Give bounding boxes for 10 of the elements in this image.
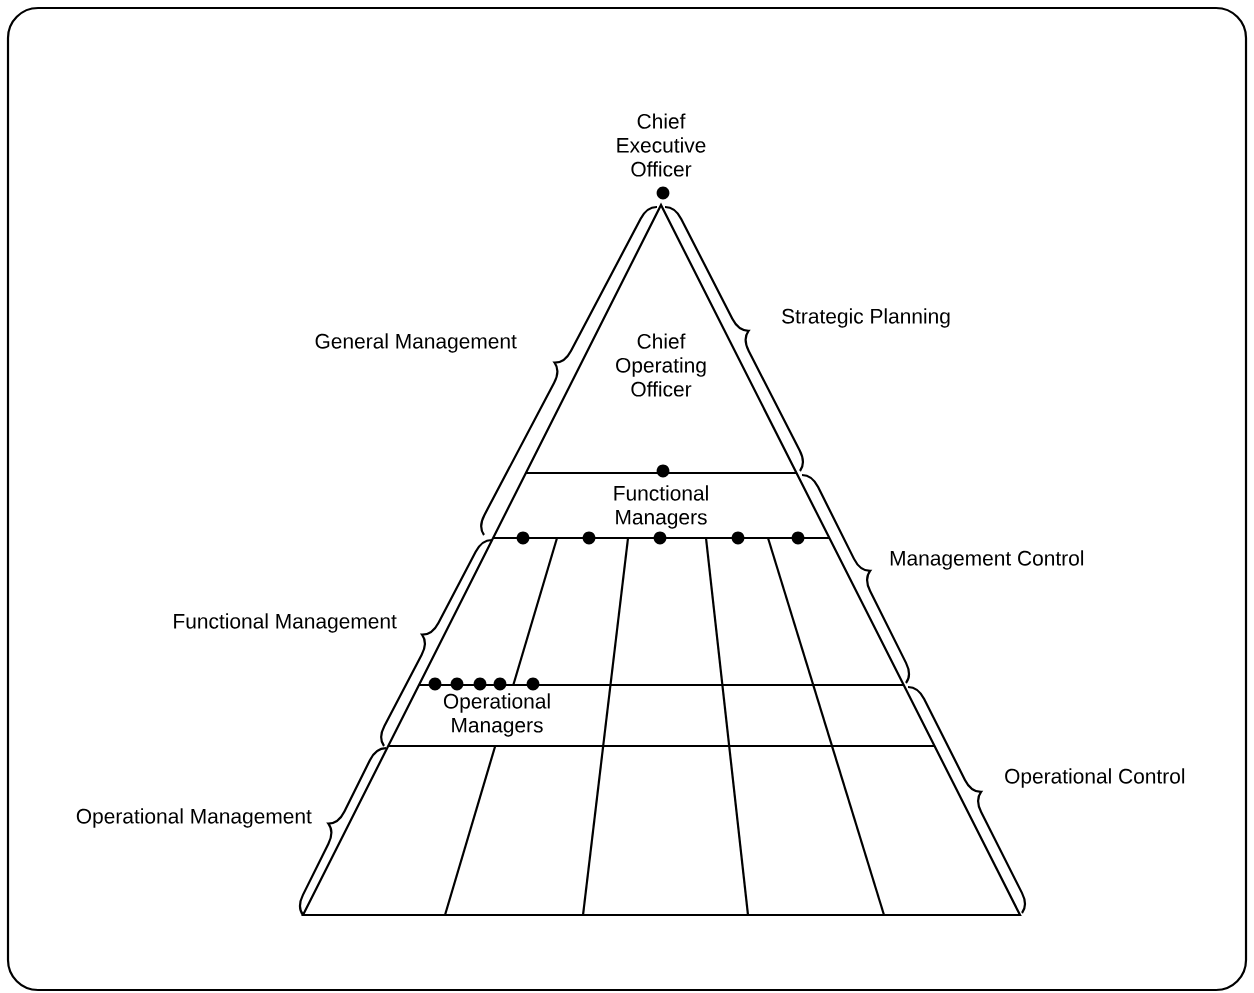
role-label: Chief Executive Officer <box>617 113 706 177</box>
role-label: Chief Operating Officer <box>616 333 706 397</box>
level-label: Management Control <box>890 550 1084 570</box>
level-label: Operational Management <box>76 808 312 828</box>
level-label: General Management <box>315 333 517 353</box>
level-label: Strategic Planning <box>782 308 950 328</box>
level-label: Operational Control <box>1005 768 1185 788</box>
role-label: Functional Managers <box>614 485 708 529</box>
level-label: Functional Management <box>174 613 397 633</box>
role-label: Operational Managers <box>443 693 550 737</box>
